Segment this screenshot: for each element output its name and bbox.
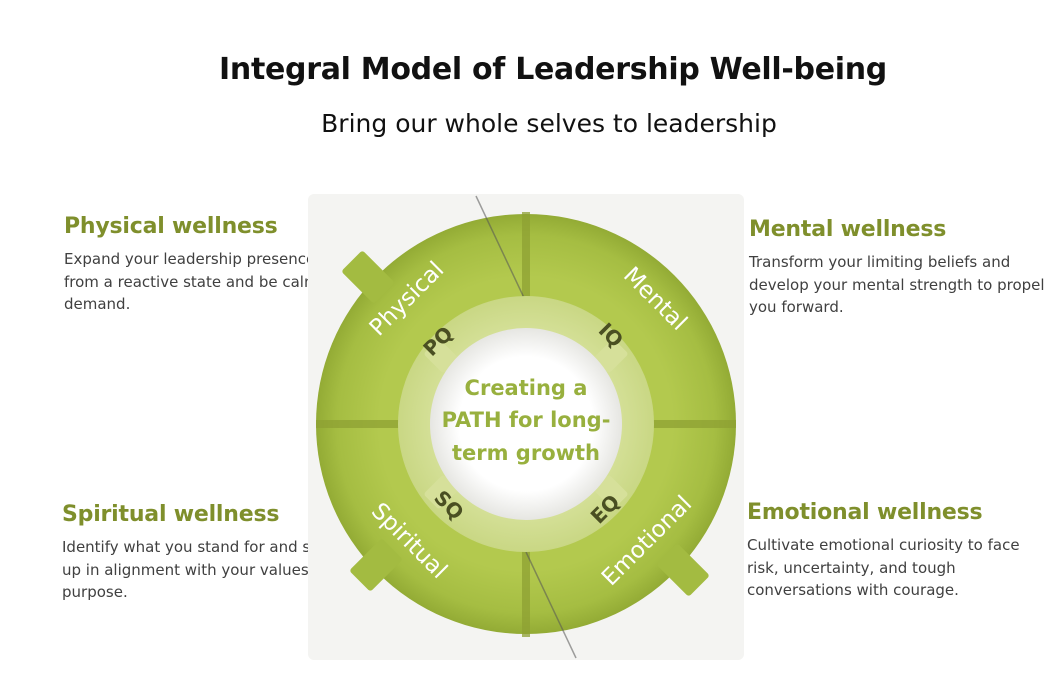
mental-wellness-heading: Mental wellness bbox=[749, 217, 947, 242]
left-seam bbox=[316, 420, 426, 428]
pq-bump bbox=[424, 339, 458, 373]
mental-wellness-block: Mental wellness Transform your limiting … bbox=[749, 215, 1049, 319]
physical-ring-tab bbox=[342, 251, 394, 303]
physical-wellness-description: Expand your leadership presence, shift f… bbox=[64, 250, 358, 313]
spiritual-ring-tab bbox=[350, 539, 402, 591]
iq-bump bbox=[594, 339, 628, 373]
physical-wellness-block: Physical wellness Expand your leadership… bbox=[64, 212, 364, 316]
top-diagonal-line bbox=[475, 195, 527, 303]
sq-bump bbox=[424, 475, 458, 509]
spiritual-wellness-heading: Spiritual wellness bbox=[62, 502, 280, 527]
bottom-diagonal-line bbox=[525, 551, 577, 659]
emotional-wellness-heading: Emotional wellness bbox=[747, 500, 983, 525]
center-text-line-1: Creating a bbox=[465, 376, 588, 400]
center-text-line-3: term growth bbox=[452, 441, 600, 465]
bottom-seam bbox=[522, 517, 530, 637]
page-subtitle: Bring our whole selves to leadership bbox=[321, 109, 777, 138]
eq-bump bbox=[594, 475, 628, 509]
center-text-line-2: PATH for long- bbox=[442, 408, 611, 432]
emotional-ring-tab bbox=[657, 544, 709, 596]
emotional-wellness-description: Cultivate emotional curiosity to face ri… bbox=[747, 536, 1020, 599]
top-seam bbox=[522, 212, 530, 332]
spiritual-wellness-block: Spiritual wellness Identify what you sta… bbox=[62, 500, 362, 604]
right-seam bbox=[626, 420, 736, 428]
mental-wellness-description: Transform your limiting beliefs and deve… bbox=[749, 253, 1045, 316]
spiritual-wellness-description: Identify what you stand for and show up … bbox=[62, 538, 342, 601]
wellness-wheel-diagram: Physical Mental Spiritual Emotional PQ I… bbox=[308, 194, 744, 660]
physical-wellness-heading: Physical wellness bbox=[64, 214, 278, 239]
page-title: Integral Model of Leadership Well-being bbox=[219, 52, 887, 87]
emotional-wellness-block: Emotional wellness Cultivate emotional c… bbox=[747, 498, 1047, 602]
center-circle bbox=[430, 328, 622, 520]
